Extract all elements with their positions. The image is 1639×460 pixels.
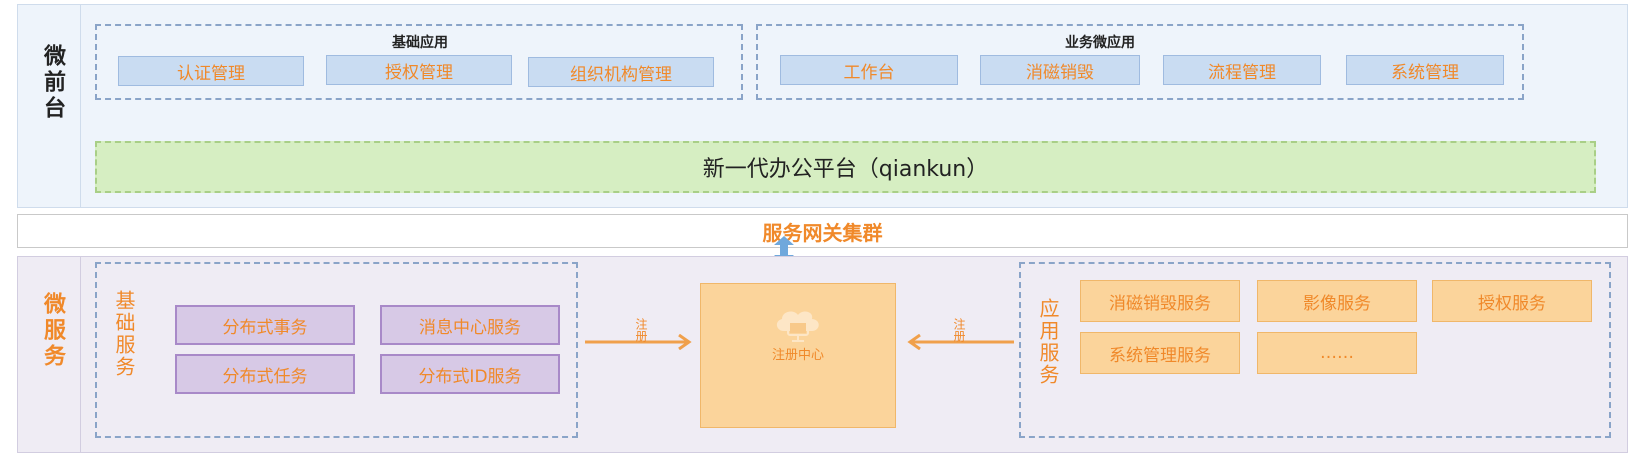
registry-center-label: 注册中心: [771, 348, 824, 363]
system-mgmt-app: 系统管理: [1346, 55, 1504, 85]
workbench-app: 工作台: [780, 55, 958, 85]
basic-services-title: 基础服务: [112, 290, 136, 378]
registry-center: 注册中心: [700, 283, 896, 428]
distributed-task-service: 分布式任务: [175, 354, 355, 394]
auth-mgmt-app: 认证管理: [118, 56, 304, 86]
register-label-left: 注册: [634, 318, 648, 342]
message-center-service: 消息中心服务: [380, 305, 560, 345]
authorization-service: 授权服务: [1432, 280, 1592, 322]
system-mgmt-service: 系统管理服务: [1080, 332, 1240, 374]
basic-services-group: [95, 262, 578, 438]
app-services-title: 应用服务: [1036, 298, 1060, 386]
register-label-right: 注册: [952, 318, 966, 342]
basic-apps-title: 基础应用: [392, 35, 448, 51]
micro-frontend-side: 微前台: [17, 4, 81, 208]
degauss-destroy-app: 消磁销毁: [980, 55, 1140, 85]
microservice-side: 微服务: [17, 256, 81, 453]
more-services-placeholder: ……: [1257, 332, 1417, 374]
basic-apps-group: [95, 24, 743, 100]
register-arrow-left-icon: [585, 334, 692, 350]
org-mgmt-app: 组织机构管理: [528, 57, 714, 87]
distributed-id-service: 分布式ID服务: [380, 354, 560, 394]
microservice-label: 微服务: [40, 292, 65, 370]
register-arrow-right-icon: [907, 334, 1014, 350]
distributed-transaction-service: 分布式事务: [175, 305, 355, 345]
office-platform-bar: 新一代办公平台（qiankun）: [95, 141, 1596, 193]
app-services-group: [1019, 262, 1611, 438]
service-gateway-cluster: 服务网关集群: [17, 214, 1628, 248]
business-apps-title: 业务微应用: [1065, 35, 1135, 51]
business-apps-group: [756, 24, 1524, 100]
degauss-destroy-service: 消磁销毁服务: [1080, 280, 1240, 322]
permission-mgmt-app: 授权管理: [326, 55, 512, 85]
micro-frontend-label: 微前台: [40, 44, 65, 122]
workflow-mgmt-app: 流程管理: [1163, 55, 1321, 85]
cloud-monitor-icon: [776, 311, 819, 342]
image-service: 影像服务: [1257, 280, 1417, 322]
